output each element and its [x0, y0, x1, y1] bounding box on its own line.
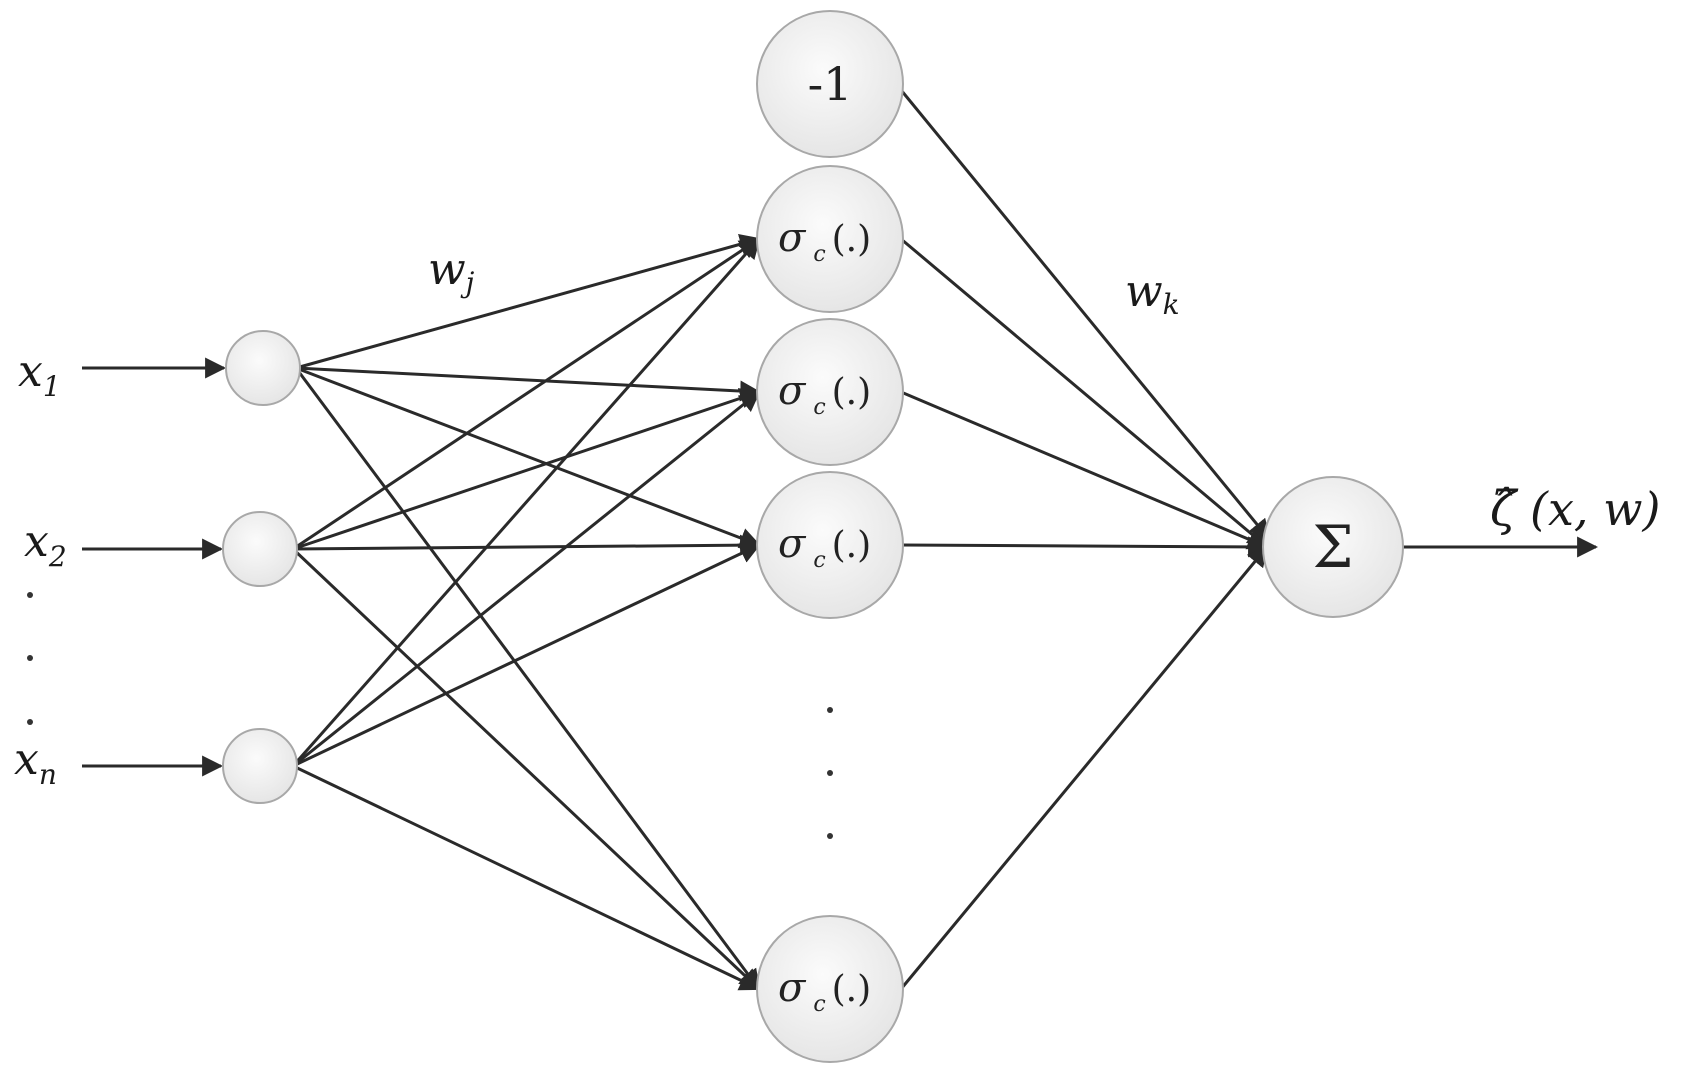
hidden-ellipsis-dot	[827, 707, 833, 713]
hidden-ellipsis-dot	[827, 770, 833, 776]
input-to-hidden-edge	[292, 237, 761, 551]
input-label-xn: xn	[14, 734, 57, 791]
input-to-hidden-edge	[294, 367, 761, 991]
input-node	[222, 511, 298, 587]
bias-node-label: -1	[808, 57, 853, 111]
weight-label-wk: wk	[1125, 266, 1180, 321]
hidden-node	[756, 915, 904, 1063]
bias-to-output-edge	[899, 89, 1271, 541]
input-to-hidden-edge	[295, 366, 762, 402]
hidden-to-output-edge	[900, 237, 1269, 549]
input-to-hidden-edge	[291, 237, 761, 767]
labels: x1 x2 xn wj wk ζ̂(x, w)	[14, 244, 1660, 839]
input-label-x2: x2	[24, 516, 67, 573]
input-to-hidden-edge	[292, 534, 762, 556]
input-to-hidden-edge	[292, 764, 761, 991]
output-label: ζ̂(x, w)	[1490, 481, 1660, 537]
input-to-hidden-edge	[292, 390, 761, 768]
hidden-to-output-edge	[900, 536, 1270, 558]
input-ellipsis-dot	[27, 655, 33, 661]
hidden-node	[756, 318, 904, 466]
connections	[82, 89, 1599, 991]
input-to-hidden-edge	[291, 547, 761, 991]
hidden-node	[756, 471, 904, 619]
hidden-to-output-edge	[900, 390, 1269, 550]
input-to-hidden-edge	[292, 388, 761, 551]
hidden-ellipsis-dot	[827, 833, 833, 839]
input-ellipsis-dot	[27, 592, 33, 598]
weight-label-wj: wj	[428, 244, 475, 299]
input-node	[222, 728, 298, 804]
input-node	[225, 330, 301, 406]
input-to-hidden-edge	[295, 233, 762, 370]
input-label-x1: x1	[18, 346, 61, 403]
input-to-hidden-edge	[295, 366, 761, 549]
input-ellipsis-dot	[27, 719, 33, 725]
output-node	[1262, 476, 1404, 618]
bias-node	[756, 10, 904, 158]
output-node-label: Σ	[1312, 513, 1353, 581]
hidden-to-output-edge	[899, 545, 1269, 990]
hidden-node	[756, 165, 904, 313]
input-to-hidden-edge	[292, 543, 761, 768]
